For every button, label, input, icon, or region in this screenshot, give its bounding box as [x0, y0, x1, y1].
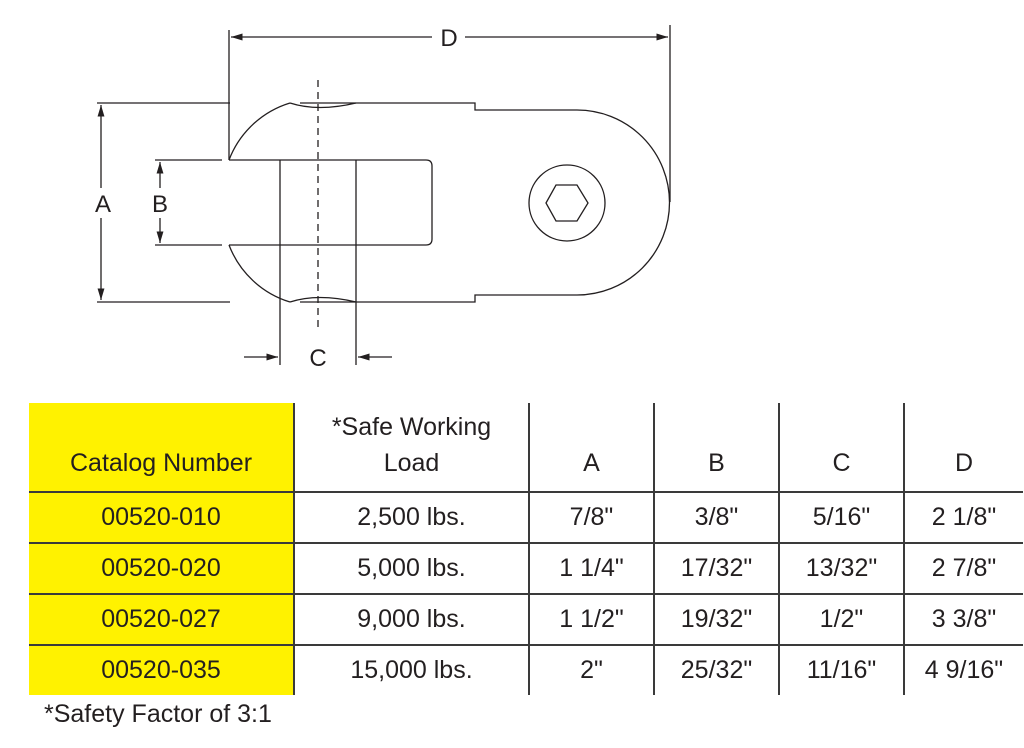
footnote: *Safety Factor of 3:1 — [44, 700, 272, 728]
dim-c: 1/2" — [778, 593, 904, 645]
dim-label-a: A — [95, 191, 111, 218]
safe-working-load: 5,000 lbs. — [293, 542, 529, 594]
dim-b: 17/32" — [653, 542, 779, 594]
clevis-dimension-drawing: D A B C — [95, 25, 671, 372]
dim-b: 25/32" — [653, 644, 779, 695]
dim-label-d: D — [440, 25, 457, 52]
part-outline — [97, 102, 671, 303]
header-b: B — [653, 403, 779, 492]
catalog-number: 00520-020 — [29, 542, 294, 594]
dim-c: 11/16" — [778, 644, 904, 695]
header-swl-line2: Load — [383, 449, 440, 477]
dim-d: 2 7/8" — [903, 542, 1023, 594]
dim-b: 3/8" — [653, 491, 779, 543]
dim-label-b: B — [152, 191, 168, 218]
dim-a: 1 1/4" — [528, 542, 654, 594]
dim-a: 7/8" — [528, 491, 654, 543]
header-d: D — [903, 403, 1023, 492]
header-swl-line1: *Safe Working — [331, 413, 492, 441]
catalog-number: 00520-010 — [29, 491, 294, 543]
catalog-number: 00520-035 — [29, 644, 294, 695]
dim-c: 5/16" — [778, 491, 904, 543]
dim-a: 1 1/2" — [528, 593, 654, 645]
table-row: 00520-027 9,000 lbs. 1 1/2" 19/32" 1/2" … — [29, 593, 1023, 645]
hex-socket-circle — [528, 164, 606, 242]
safe-working-load: 9,000 lbs. — [293, 593, 529, 645]
table-row: 00520-010 2,500 lbs. 7/8" 3/8" 5/16" 2 1… — [29, 491, 1023, 543]
safe-working-load: 2,500 lbs. — [293, 491, 529, 543]
header-c: C — [778, 403, 904, 492]
dim-b: 19/32" — [653, 593, 779, 645]
dim-d: 2 1/8" — [903, 491, 1023, 543]
table-row: 00520-035 15,000 lbs. 2" 25/32" 11/16" 4… — [29, 644, 1023, 695]
dim-label-c: C — [309, 345, 326, 372]
table-row: 00520-020 5,000 lbs. 1 1/4" 17/32" 13/32… — [29, 542, 1023, 594]
dim-a: 2" — [528, 644, 654, 695]
catalog-number: 00520-027 — [29, 593, 294, 645]
header-a: A — [528, 403, 654, 492]
dim-d: 4 9/16" — [903, 644, 1023, 695]
hex-socket-icon — [545, 184, 589, 222]
dim-d: 3 3/8" — [903, 593, 1023, 645]
safe-working-load: 15,000 lbs. — [293, 644, 529, 695]
dim-c: 13/32" — [778, 542, 904, 594]
header-catalog-number: Catalog Number — [29, 403, 294, 492]
